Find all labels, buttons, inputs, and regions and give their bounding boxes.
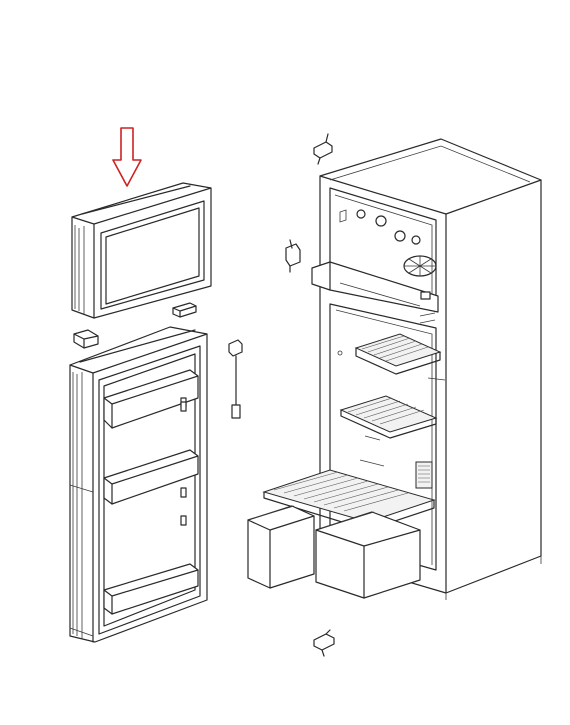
crisper-drawer-right	[315, 511, 421, 599]
fridge-door	[69, 326, 208, 643]
middle-hinge-bracket	[285, 239, 301, 273]
top-hinge-bracket	[313, 133, 333, 165]
fan-icon	[403, 255, 437, 277]
crisper-drawer-left	[247, 505, 315, 589]
refrigerator-cabinet	[262, 138, 542, 600]
down-arrow-icon	[112, 127, 142, 187]
freezer-door[interactable]	[71, 182, 212, 319]
bottom-hinge-bracket	[313, 629, 335, 657]
lower-hinge-part	[73, 329, 99, 349]
thermostat-probe	[228, 339, 243, 419]
upper-hinge-part	[172, 302, 197, 318]
